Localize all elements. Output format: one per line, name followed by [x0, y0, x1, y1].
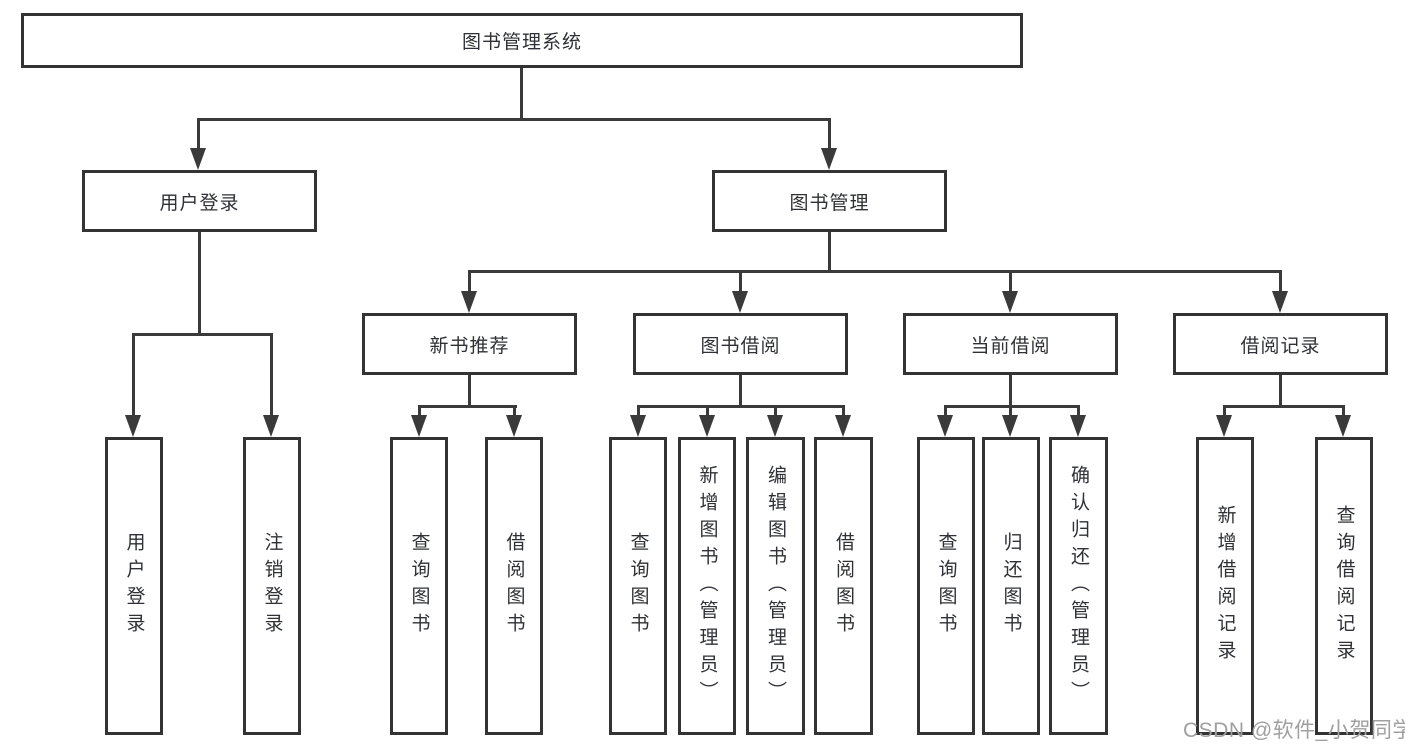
- connector-drop-cb1: [944, 405, 947, 419]
- connector-drop-book-mgmt: [828, 118, 831, 151]
- connector-drop-bb3: [774, 405, 777, 419]
- node-book-management: 图书管理: [712, 170, 947, 232]
- connector-drop-leaf-login: [132, 333, 135, 417]
- connector-book-mgmt-hline: [468, 270, 1282, 273]
- node-leaf-add-borrow-record: 新增借阅记录: [1196, 437, 1254, 735]
- connector-drop-bb2: [706, 405, 709, 419]
- connector-user-login-hline: [132, 333, 273, 336]
- connector-borrow-record-hline: [1223, 405, 1345, 408]
- arrow-into-cb2: [1002, 415, 1018, 437]
- connector-drop-br1: [1223, 405, 1226, 419]
- arrow-into-bb3: [767, 415, 783, 437]
- arrow-into-cb1: [937, 415, 953, 437]
- node-leaf-user-login: 用户登录: [105, 437, 163, 735]
- arrow-into-user-login: [190, 148, 206, 170]
- connector-drop-leaf-logout: [270, 333, 273, 417]
- connector-root-hline: [197, 118, 830, 121]
- connector-borrow-record-stem: [1279, 375, 1282, 408]
- connector-drop-cb3: [1077, 405, 1080, 419]
- node-leaf-query-book-1: 查询图书: [390, 437, 448, 735]
- node-leaf-query-borrow-record: 查询借阅记录: [1315, 437, 1373, 735]
- arrow-into-book-mgmt: [821, 148, 837, 170]
- arrow-into-new-book: [461, 291, 477, 313]
- arrow-into-current-borrow: [1002, 291, 1018, 313]
- node-leaf-return-book: 归还图书: [982, 437, 1040, 735]
- connector-drop-bb4: [842, 405, 845, 419]
- connector-drop-borrow-record: [1279, 270, 1282, 293]
- arrow-into-leaf-logout: [263, 415, 279, 437]
- connector-drop-cb2: [1009, 405, 1012, 419]
- node-root-library-system: 图书管理系统: [21, 13, 1023, 68]
- arrow-into-leaf-login: [125, 415, 141, 437]
- node-leaf-borrow-book-2: 借阅图书: [814, 437, 873, 735]
- node-current-borrow: 当前借阅: [903, 313, 1118, 375]
- node-leaf-borrow-book-1: 借阅图书: [485, 437, 543, 735]
- arrow-into-book-borrow: [732, 291, 748, 313]
- node-new-book-recommend: 新书推荐: [362, 313, 577, 375]
- connector-drop-bb1: [637, 405, 640, 419]
- connector-user-login-stem: [198, 232, 201, 336]
- arrow-into-nb2: [506, 415, 522, 437]
- arrow-into-nb1: [411, 415, 427, 437]
- connector-drop-book-borrow: [739, 270, 742, 293]
- connector-drop-new-book: [468, 270, 471, 293]
- arrow-into-bb2: [699, 415, 715, 437]
- arrow-into-borrow-record: [1272, 291, 1288, 313]
- connector-drop-user-login: [197, 118, 200, 151]
- connector-drop-nb1: [418, 405, 421, 419]
- connector-book-mgmt-stem: [828, 232, 831, 273]
- node-leaf-logout: 注销登录: [243, 437, 301, 735]
- node-leaf-query-book-3: 查询图书: [917, 437, 975, 735]
- connector-book-borrow-stem: [739, 375, 742, 408]
- node-user-login: 用户登录: [82, 170, 317, 232]
- connector-drop-nb2: [513, 405, 516, 419]
- node-borrow-record: 借阅记录: [1173, 313, 1388, 375]
- arrow-into-bb4: [835, 415, 851, 437]
- connector-drop-current-borrow: [1009, 270, 1012, 293]
- node-book-borrow: 图书借阅: [633, 313, 848, 375]
- arrow-into-br2: [1335, 415, 1351, 437]
- connector-current-borrow-stem: [1009, 375, 1012, 408]
- connector-drop-br2: [1342, 405, 1345, 419]
- arrow-into-bb1: [630, 415, 646, 437]
- node-leaf-confirm-return-admin: 确认归还（管理员）: [1049, 437, 1108, 735]
- connector-root-stem: [520, 68, 523, 121]
- connector-book-borrow-hline: [637, 405, 845, 408]
- csdn-watermark: CSDN @软件_小贺同学: [1183, 719, 1405, 742]
- node-leaf-edit-book-admin: 编辑图书（管理员）: [746, 437, 805, 735]
- connector-new-book-hline: [418, 405, 517, 408]
- arrow-into-cb3: [1070, 415, 1086, 437]
- node-leaf-add-book-admin: 新增图书（管理员）: [678, 437, 736, 735]
- node-leaf-query-book-2: 查询图书: [609, 437, 667, 735]
- arrow-into-br1: [1216, 415, 1232, 437]
- connector-new-book-stem: [468, 375, 471, 408]
